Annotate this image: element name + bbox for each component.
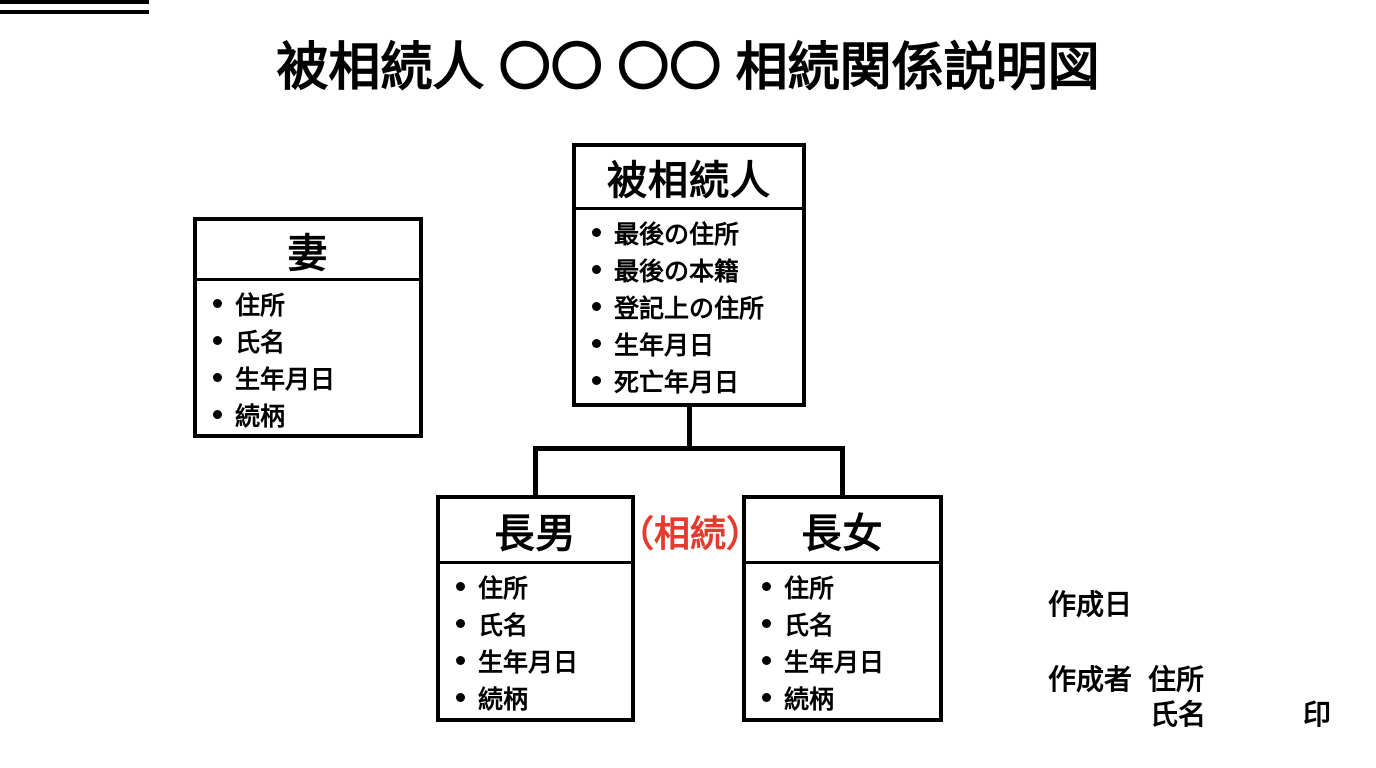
page-title: 被相続人 〇〇 〇〇 相続関係説明図 <box>276 39 1100 97</box>
list-item-label: 住所 <box>784 574 835 603</box>
bullet-icon <box>456 656 465 665</box>
list-item-label: 死亡年月日 <box>614 368 740 397</box>
bullet-icon <box>762 619 771 628</box>
eldest-son-box-title: 長男 <box>440 499 631 564</box>
bullet-icon <box>213 410 222 419</box>
list-item: 氏名 <box>456 605 631 642</box>
bullet-icon <box>456 582 465 591</box>
list-item-label: 登記上の住所 <box>614 294 765 323</box>
daughter-drop-line <box>840 446 845 495</box>
list-item: 最後の本籍 <box>592 251 802 288</box>
bullet-icon <box>592 339 601 348</box>
list-item-label: 住所 <box>478 574 529 603</box>
eldest-son-box: 長男 住所 氏名 生年月日 続柄 <box>436 495 635 722</box>
inheritance-label: （相続） <box>617 513 763 554</box>
list-item-label: 生年月日 <box>784 648 885 677</box>
list-item: 続柄 <box>456 679 631 716</box>
list-item: 生年月日 <box>456 642 631 679</box>
author-name-label: 氏名 <box>1150 699 1207 730</box>
eldest-daughter-box-title: 長女 <box>746 499 939 564</box>
list-item-label: 生年月日 <box>235 365 336 394</box>
list-item: 氏名 <box>213 322 419 359</box>
list-item-label: 続柄 <box>478 685 529 714</box>
list-item: 住所 <box>213 285 419 322</box>
bullet-icon <box>456 693 465 702</box>
bullet-icon <box>592 265 601 274</box>
bullet-icon <box>762 582 771 591</box>
bullet-icon <box>592 302 601 311</box>
list-item: 生年月日 <box>762 642 939 679</box>
bullet-icon <box>213 336 222 345</box>
wife-box-title: 妻 <box>197 221 419 281</box>
list-item-label: 続柄 <box>784 685 835 714</box>
marriage-double-line <box>0 0 149 14</box>
sibling-bar-line <box>533 446 845 451</box>
seal-label: 印 <box>1303 699 1332 730</box>
list-item: 生年月日 <box>213 359 419 396</box>
list-item-label: 氏名 <box>784 611 835 640</box>
author-label: 作成者 <box>1048 664 1133 695</box>
eldest-daughter-attribute-list: 住所 氏名 生年月日 続柄 <box>746 564 939 716</box>
list-item-label: 生年月日 <box>478 648 579 677</box>
list-item: 死亡年月日 <box>592 362 802 399</box>
list-item-label: 氏名 <box>478 611 529 640</box>
bullet-icon <box>592 228 601 237</box>
wife-box: 妻 住所 氏名 生年月日 続柄 <box>193 217 423 438</box>
list-item-label: 最後の本籍 <box>614 257 740 286</box>
list-item: 続柄 <box>213 396 419 433</box>
descent-stem-line <box>687 407 692 451</box>
list-item: 氏名 <box>762 605 939 642</box>
list-item: 生年月日 <box>592 325 802 362</box>
created-date-label: 作成日 <box>1048 589 1133 620</box>
deceased-attribute-list: 最後の住所 最後の本籍 登記上の住所 生年月日 死亡年月日 <box>576 210 802 399</box>
list-item: 登記上の住所 <box>592 288 802 325</box>
list-item: 続柄 <box>762 679 939 716</box>
bullet-icon <box>456 619 465 628</box>
bullet-icon <box>213 373 222 382</box>
eldest-daughter-box: 長女 住所 氏名 生年月日 続柄 <box>742 495 943 722</box>
deceased-box-title: 被相続人 <box>576 147 802 210</box>
list-item-label: 氏名 <box>235 328 286 357</box>
list-item: 住所 <box>456 568 631 605</box>
list-item-label: 住所 <box>235 291 286 320</box>
author-address-label: 住所 <box>1148 664 1205 695</box>
list-item-label: 生年月日 <box>614 331 715 360</box>
list-item-label: 続柄 <box>235 402 286 431</box>
deceased-box: 被相続人 最後の住所 最後の本籍 登記上の住所 生年月日 死亡年月日 <box>572 143 806 407</box>
list-item: 最後の住所 <box>592 214 802 251</box>
list-item-label: 最後の住所 <box>614 220 740 249</box>
bullet-icon <box>592 376 601 385</box>
bullet-icon <box>213 299 222 308</box>
list-item: 住所 <box>762 568 939 605</box>
bullet-icon <box>762 693 771 702</box>
bullet-icon <box>762 656 771 665</box>
son-drop-line <box>533 446 538 495</box>
wife-attribute-list: 住所 氏名 生年月日 続柄 <box>197 281 419 433</box>
eldest-son-attribute-list: 住所 氏名 生年月日 続柄 <box>440 564 631 716</box>
